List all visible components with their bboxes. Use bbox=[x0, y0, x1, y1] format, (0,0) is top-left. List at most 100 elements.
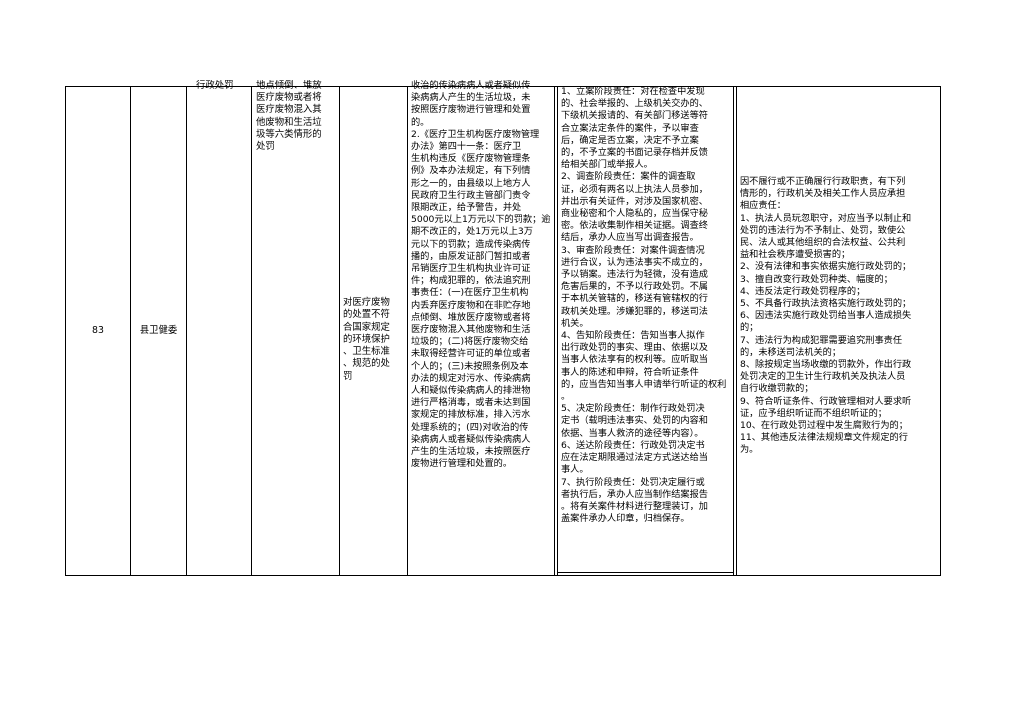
item-name-line: 他废物和生活垃 bbox=[256, 116, 322, 128]
accountability-line: 因不履行或不正确履行行政职责，有下列 bbox=[740, 176, 906, 187]
accountability-line: 处罚的违法行为不予制止、处罚，致使公 bbox=[740, 224, 906, 236]
sub-item-line: 的环境保护 bbox=[343, 333, 390, 345]
item-name-line: 圾等六类情形的 bbox=[256, 128, 322, 140]
grid-line bbox=[736, 86, 737, 576]
accountability-line: 7、违法行为构成犯罪需要追究刑事责任 bbox=[740, 334, 903, 346]
responsibility-line: 当事人依法享有的权利等。应听取当 bbox=[561, 354, 708, 366]
legal-basis-line: 未取得经营许可证的单位或者 bbox=[411, 348, 531, 360]
legal-basis-line: 收治的传染病病人或者疑似传 bbox=[411, 80, 531, 91]
responsibility-line: 的，应当告知当事人申请举行听证的权利 bbox=[561, 378, 727, 390]
grid-line bbox=[339, 86, 340, 576]
legal-basis-line: 医疗废物混入其他废物和生活 bbox=[411, 324, 531, 336]
responsibility-line: 并出示有关证件，对涉及国家机密、 bbox=[561, 195, 708, 207]
legal-basis-line: 的。 bbox=[411, 116, 430, 128]
legal-basis-line: 染病病人或者疑似传染病病人 bbox=[411, 433, 531, 445]
responsibility-line: 于本机关管辖的，移送有管辖权的行 bbox=[561, 293, 708, 305]
legal-basis-line: 件；构成犯罪的，依法追究刑 bbox=[411, 275, 531, 287]
accountability-line: 3、擅自改变行政处罚种类、幅度的； bbox=[740, 273, 893, 285]
grid-line bbox=[557, 86, 558, 576]
responsibility-line: 危害后果的，不予以行政处罚。不属 bbox=[561, 281, 708, 293]
legal-basis-line: 按照医疗废物进行管理和处置 bbox=[411, 104, 531, 116]
legal-basis-cell: 收治的传染病病人或者疑似传染病病人产生的生活垃圾，未按照医疗废物进行管理和处置的… bbox=[408, 80, 554, 576]
grid-line bbox=[186, 86, 187, 576]
responsibility-cell: 1、立案阶段责任：对在检查中发现的、社会举报的、上级机关交办的、下级机关报请的、… bbox=[558, 86, 734, 572]
grid-line bbox=[733, 86, 734, 576]
responsibility-line: 者执行后，承办人应当制作结案报告 bbox=[561, 488, 708, 500]
grid-line bbox=[554, 86, 555, 576]
responsibility-line: 机关。 bbox=[561, 317, 589, 329]
responsibility-line: 证，必须有两名以上执法人员参加， bbox=[561, 183, 708, 195]
legal-basis-line: 进行严格消毒，或者未达到国 bbox=[411, 397, 531, 409]
row-number: 83 bbox=[92, 324, 104, 336]
grid-line bbox=[65, 575, 941, 576]
accountability-line: 6、因违法实施行政处罚给当事人造成损失 bbox=[740, 310, 912, 322]
responsibility-line: 。 bbox=[561, 391, 571, 403]
accountability-line: 相应责任： bbox=[740, 200, 786, 212]
grid-line bbox=[65, 86, 941, 87]
sub-item-line: 合国家规定 bbox=[343, 321, 390, 333]
accountability-line: 11、其他违反法律法规规章文件规定的行 bbox=[740, 432, 908, 444]
department-cell: 县卫健委 bbox=[139, 324, 178, 336]
legal-basis-line: 处理系统的；(四)对收治的传 bbox=[411, 421, 529, 433]
responsibility-line: 结后，承办人应当写出调查报告。 bbox=[561, 232, 699, 244]
responsibility-line: 合立案法定条件的案件，予以审查 bbox=[561, 122, 699, 134]
responsibility-line: 的、社会举报的、上级机关交办的、 bbox=[561, 98, 708, 110]
legal-basis-line: 5000元以上1万元以下的罚款；逾 bbox=[411, 214, 551, 226]
grid-line bbox=[557, 572, 734, 573]
legal-basis-line: 民政府卫生行政主管部门责令 bbox=[411, 189, 531, 201]
item-name-line: 地点倾倒、堆放 bbox=[256, 80, 322, 91]
legal-basis-line: 生机构违反《医疗废物管理条 bbox=[411, 153, 531, 165]
legal-basis-line: 办法》第四十一条：医疗卫 bbox=[411, 141, 522, 153]
responsibility-line: 5、决定阶段责任：制作行政处罚决 bbox=[561, 403, 705, 415]
responsibility-line: 事人的陈述和申辩，符合听证条件 bbox=[561, 366, 699, 378]
accountability-line: 情形的，行政机关及相关工作人员应承担 bbox=[740, 188, 906, 200]
accountability-line: 民、法人或其他组织的合法权益、公共利 bbox=[740, 237, 906, 249]
legal-basis-line: 2.《医疗卫生机构医疗废物管理 bbox=[411, 128, 540, 140]
responsibility-line: 给相关部门或举报人。 bbox=[561, 159, 653, 171]
responsibility-line: 4、告知阶段责任：告知当事人拟作 bbox=[561, 330, 705, 342]
legal-basis-line: 办法的规定对污水、传染病病 bbox=[411, 372, 531, 384]
grid-line bbox=[251, 86, 252, 576]
legal-basis-line: 限期改正，给予警告，并处 bbox=[411, 202, 522, 214]
legal-basis-line: 家规定的排放标准，排入污水 bbox=[411, 409, 531, 421]
responsibility-line: 盖案件承办人印章，归档保存。 bbox=[561, 513, 690, 525]
responsibility-line: 依据、当事人救济的途径等内容）。 bbox=[561, 427, 704, 439]
legal-basis-line: 染病病人产生的生活垃圾，未 bbox=[411, 92, 531, 104]
responsibility-line: 出行政处罚的事实、理由、依据以及 bbox=[561, 342, 708, 354]
sub-item-line: 对医疗废物 bbox=[343, 297, 390, 309]
accountability-line: 为。 bbox=[740, 444, 759, 456]
legal-basis-line: 播的，由原发证部门暂扣或者 bbox=[411, 250, 531, 262]
accountability-cell: 因不履行或不正确履行行政职责，有下列情形的，行政机关及相关工作人员应承担相应责任… bbox=[737, 176, 940, 486]
responsibility-line: 。将有关案件材料进行整理装订，加 bbox=[561, 500, 708, 512]
accountability-line: 8、除按规定当场收缴的罚款外，作出行政 bbox=[740, 359, 912, 371]
legal-basis-line: 元以下的罚款；造成传染病传 bbox=[411, 238, 531, 250]
grid-line bbox=[65, 86, 66, 576]
legal-basis-line: 人和疑似传染病病人的排泄物 bbox=[411, 385, 531, 397]
accountability-line: 处罚决定的卫生计生行政机关及执法人员 bbox=[740, 371, 906, 383]
sub-item-text: 对医疗废物的处置不符合国家规定的环境保护、卫生标准、规范的处罚 bbox=[343, 297, 390, 382]
legal-basis-line: 形之一的，由县级以上地方人 bbox=[411, 177, 531, 189]
responsibility-line: 应在法定期限通过法定方式送达给当 bbox=[561, 452, 708, 464]
grid-line bbox=[407, 86, 408, 576]
accountability-line: 9、符合听证条件、行政管理相对人要求听 bbox=[740, 395, 912, 407]
responsibility-line: 后，确定是否立案，决定不予立案 bbox=[561, 134, 699, 146]
sub-item-line: 罚 bbox=[343, 370, 353, 382]
responsibility-line: 定书（载明违法事实、处罚的内容和 bbox=[561, 415, 708, 427]
grid-line bbox=[130, 86, 131, 576]
legal-basis-line: 例》及本办法规定，有下列情 bbox=[411, 165, 531, 177]
legal-basis-line: 垃圾的；(二)将医疗废物交给 bbox=[411, 336, 529, 348]
responsibility-line: 进行合议，认为违法事实不成立的， bbox=[561, 256, 708, 268]
item-name-line: 医疗废物混入其 bbox=[256, 104, 322, 116]
responsibility-line: 予以销案。违法行为轻微，没有造成 bbox=[561, 269, 708, 281]
accountability-line: 自行收缴罚款的； bbox=[740, 383, 814, 395]
responsibility-line: 3、审查阶段责任：对案件调查情况 bbox=[561, 244, 705, 256]
responsibility-line: 事人。 bbox=[561, 464, 589, 476]
responsibility-line: 1、立案阶段责任：对在检查中发现 bbox=[561, 86, 705, 97]
legal-basis-line: 废物进行管理和处置的。 bbox=[411, 458, 513, 470]
accountability-line: 10、在行政处罚过程中发生腐败行为的； bbox=[740, 420, 908, 432]
responsibility-line: 政机关处理。涉嫌犯罪的，移送司法 bbox=[561, 305, 708, 317]
accountability-line: 益和社会秩序遭受损害的； bbox=[740, 249, 851, 261]
responsibility-line: 商业秘密和个人隐私的，应当保守秘 bbox=[561, 208, 708, 220]
responsibility-line: 2、调查阶段责任：案件的调查取 bbox=[561, 171, 696, 183]
